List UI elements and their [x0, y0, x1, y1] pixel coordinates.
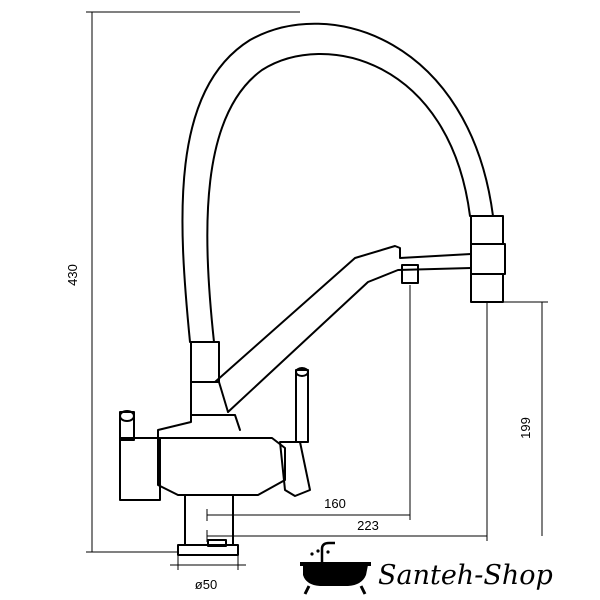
filter-spout-nozzle [401, 264, 419, 284]
dimension-lines [86, 11, 548, 570]
dim-reach-main: 223 [357, 518, 379, 533]
spray-outlet [470, 273, 504, 303]
body-column [157, 381, 229, 441]
left-handle-lever [119, 411, 135, 441]
logo-text: Santeh-Shop [378, 560, 553, 591]
left-handle-body [119, 437, 161, 501]
body-stem [184, 494, 234, 546]
bathtub-icon [300, 541, 371, 595]
body-main [157, 437, 286, 496]
filter-spout-arm-lower [227, 267, 472, 413]
hose-lower-collar [190, 341, 220, 383]
faucet-outline [119, 22, 506, 556]
dim-height-spout: 199 [518, 417, 533, 439]
dim-reach-filter: 160 [324, 496, 346, 511]
spray-head [470, 243, 506, 275]
hose-outer [181, 22, 494, 343]
right-handle-lever [295, 369, 309, 443]
right-handle-cap [295, 367, 309, 377]
left-handle-cap [119, 410, 135, 422]
hose-inner [206, 52, 471, 343]
body-top [190, 414, 241, 431]
filter-spout-arm [214, 245, 472, 383]
logo: Santeh-Shop [300, 541, 553, 595]
hose-upper-collar [470, 215, 504, 245]
base-nut [207, 539, 227, 547]
dim-base-diameter: ø50 [195, 577, 217, 592]
dim-height-total: 430 [65, 264, 80, 286]
